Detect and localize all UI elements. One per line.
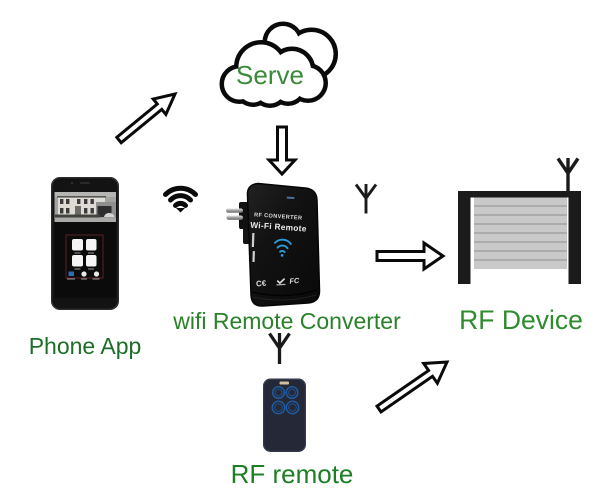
svg-text:wifi Remote Converter: wifi Remote Converter [172,308,401,334]
svg-text:FC: FC [289,276,300,286]
svg-text:RF CONVERTER: RF CONVERTER [254,212,303,221]
svg-text:RF remote: RF remote [231,459,354,489]
svg-text:RF Device: RF Device [459,305,583,335]
svg-text:C€: C€ [256,279,268,289]
svg-text:Wi-Fi Remote: Wi-Fi Remote [250,220,307,234]
svg-text:Serve: Serve [236,60,304,90]
svg-text:Phone App: Phone App [29,333,142,359]
